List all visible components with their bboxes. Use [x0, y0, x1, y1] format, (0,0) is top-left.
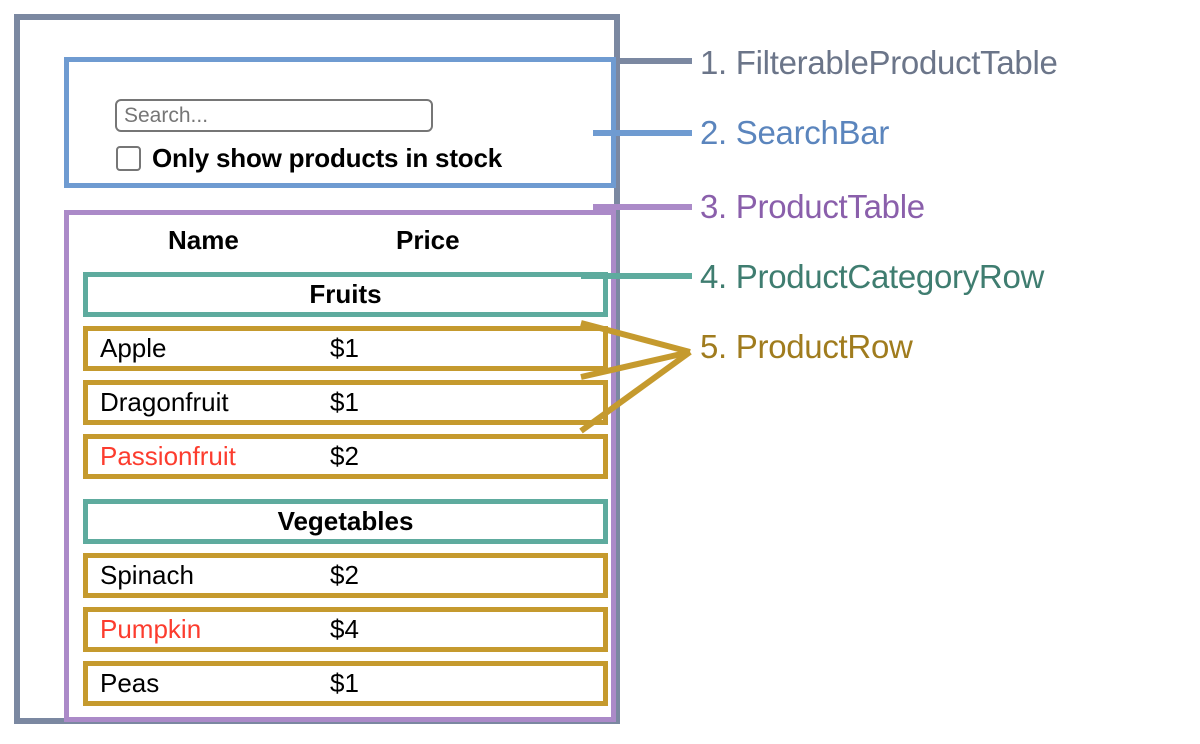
product-table-box: Name Price Fruits Apple $1 Dragonfruit $…: [64, 210, 616, 722]
product-row: Pumpkin $4: [83, 607, 608, 652]
product-category-label: Fruits: [309, 279, 382, 309]
filterable-product-table-box: Only show products in stock Name Price F…: [14, 14, 620, 724]
product-table-header-row: Name Price: [69, 219, 611, 261]
column-header-name: Name: [168, 224, 239, 255]
product-row: Spinach $2: [83, 553, 608, 598]
product-category-row: Fruits: [83, 272, 608, 317]
column-header-price: Price: [396, 224, 460, 255]
product-row-name: Dragonfruit: [100, 387, 229, 417]
search-bar-box: Only show products in stock: [64, 57, 616, 188]
product-row-name: Pumpkin: [100, 614, 202, 644]
product-row: Dragonfruit $1: [83, 380, 608, 425]
search-input[interactable]: [115, 99, 433, 132]
callout-label-search-bar: 2. SearchBar: [700, 114, 890, 151]
product-row-price: $1: [330, 387, 359, 417]
product-row: Apple $1: [83, 326, 608, 371]
callout-label-product-category-row: 4. ProductCategoryRow: [700, 258, 1045, 295]
product-row-name: Peas: [100, 668, 160, 698]
callout-label-product-table: 3. ProductTable: [700, 188, 925, 225]
product-category-label: Vegetables: [277, 506, 414, 536]
in-stock-checkbox[interactable]: [116, 146, 141, 171]
callout-label-product-row: 5. ProductRow: [700, 328, 913, 365]
product-row-price: $2: [330, 441, 359, 471]
product-row-name: Passionfruit: [100, 441, 236, 471]
product-row: Peas $1: [83, 661, 608, 706]
product-row-price: $2: [330, 560, 359, 590]
product-row-price: $1: [330, 668, 359, 698]
product-row-name: Spinach: [100, 560, 194, 590]
product-row: Passionfruit $2: [83, 434, 608, 479]
product-row-price: $4: [330, 614, 359, 644]
stock-filter-row[interactable]: Only show products in stock: [116, 143, 502, 174]
product-row-price: $1: [330, 333, 359, 363]
in-stock-checkbox-label: Only show products in stock: [152, 143, 502, 173]
product-row-name: Apple: [100, 333, 167, 363]
callout-label-filterable-product-table: 1. FilterableProductTable: [700, 44, 1058, 81]
product-category-row: Vegetables: [83, 499, 608, 544]
